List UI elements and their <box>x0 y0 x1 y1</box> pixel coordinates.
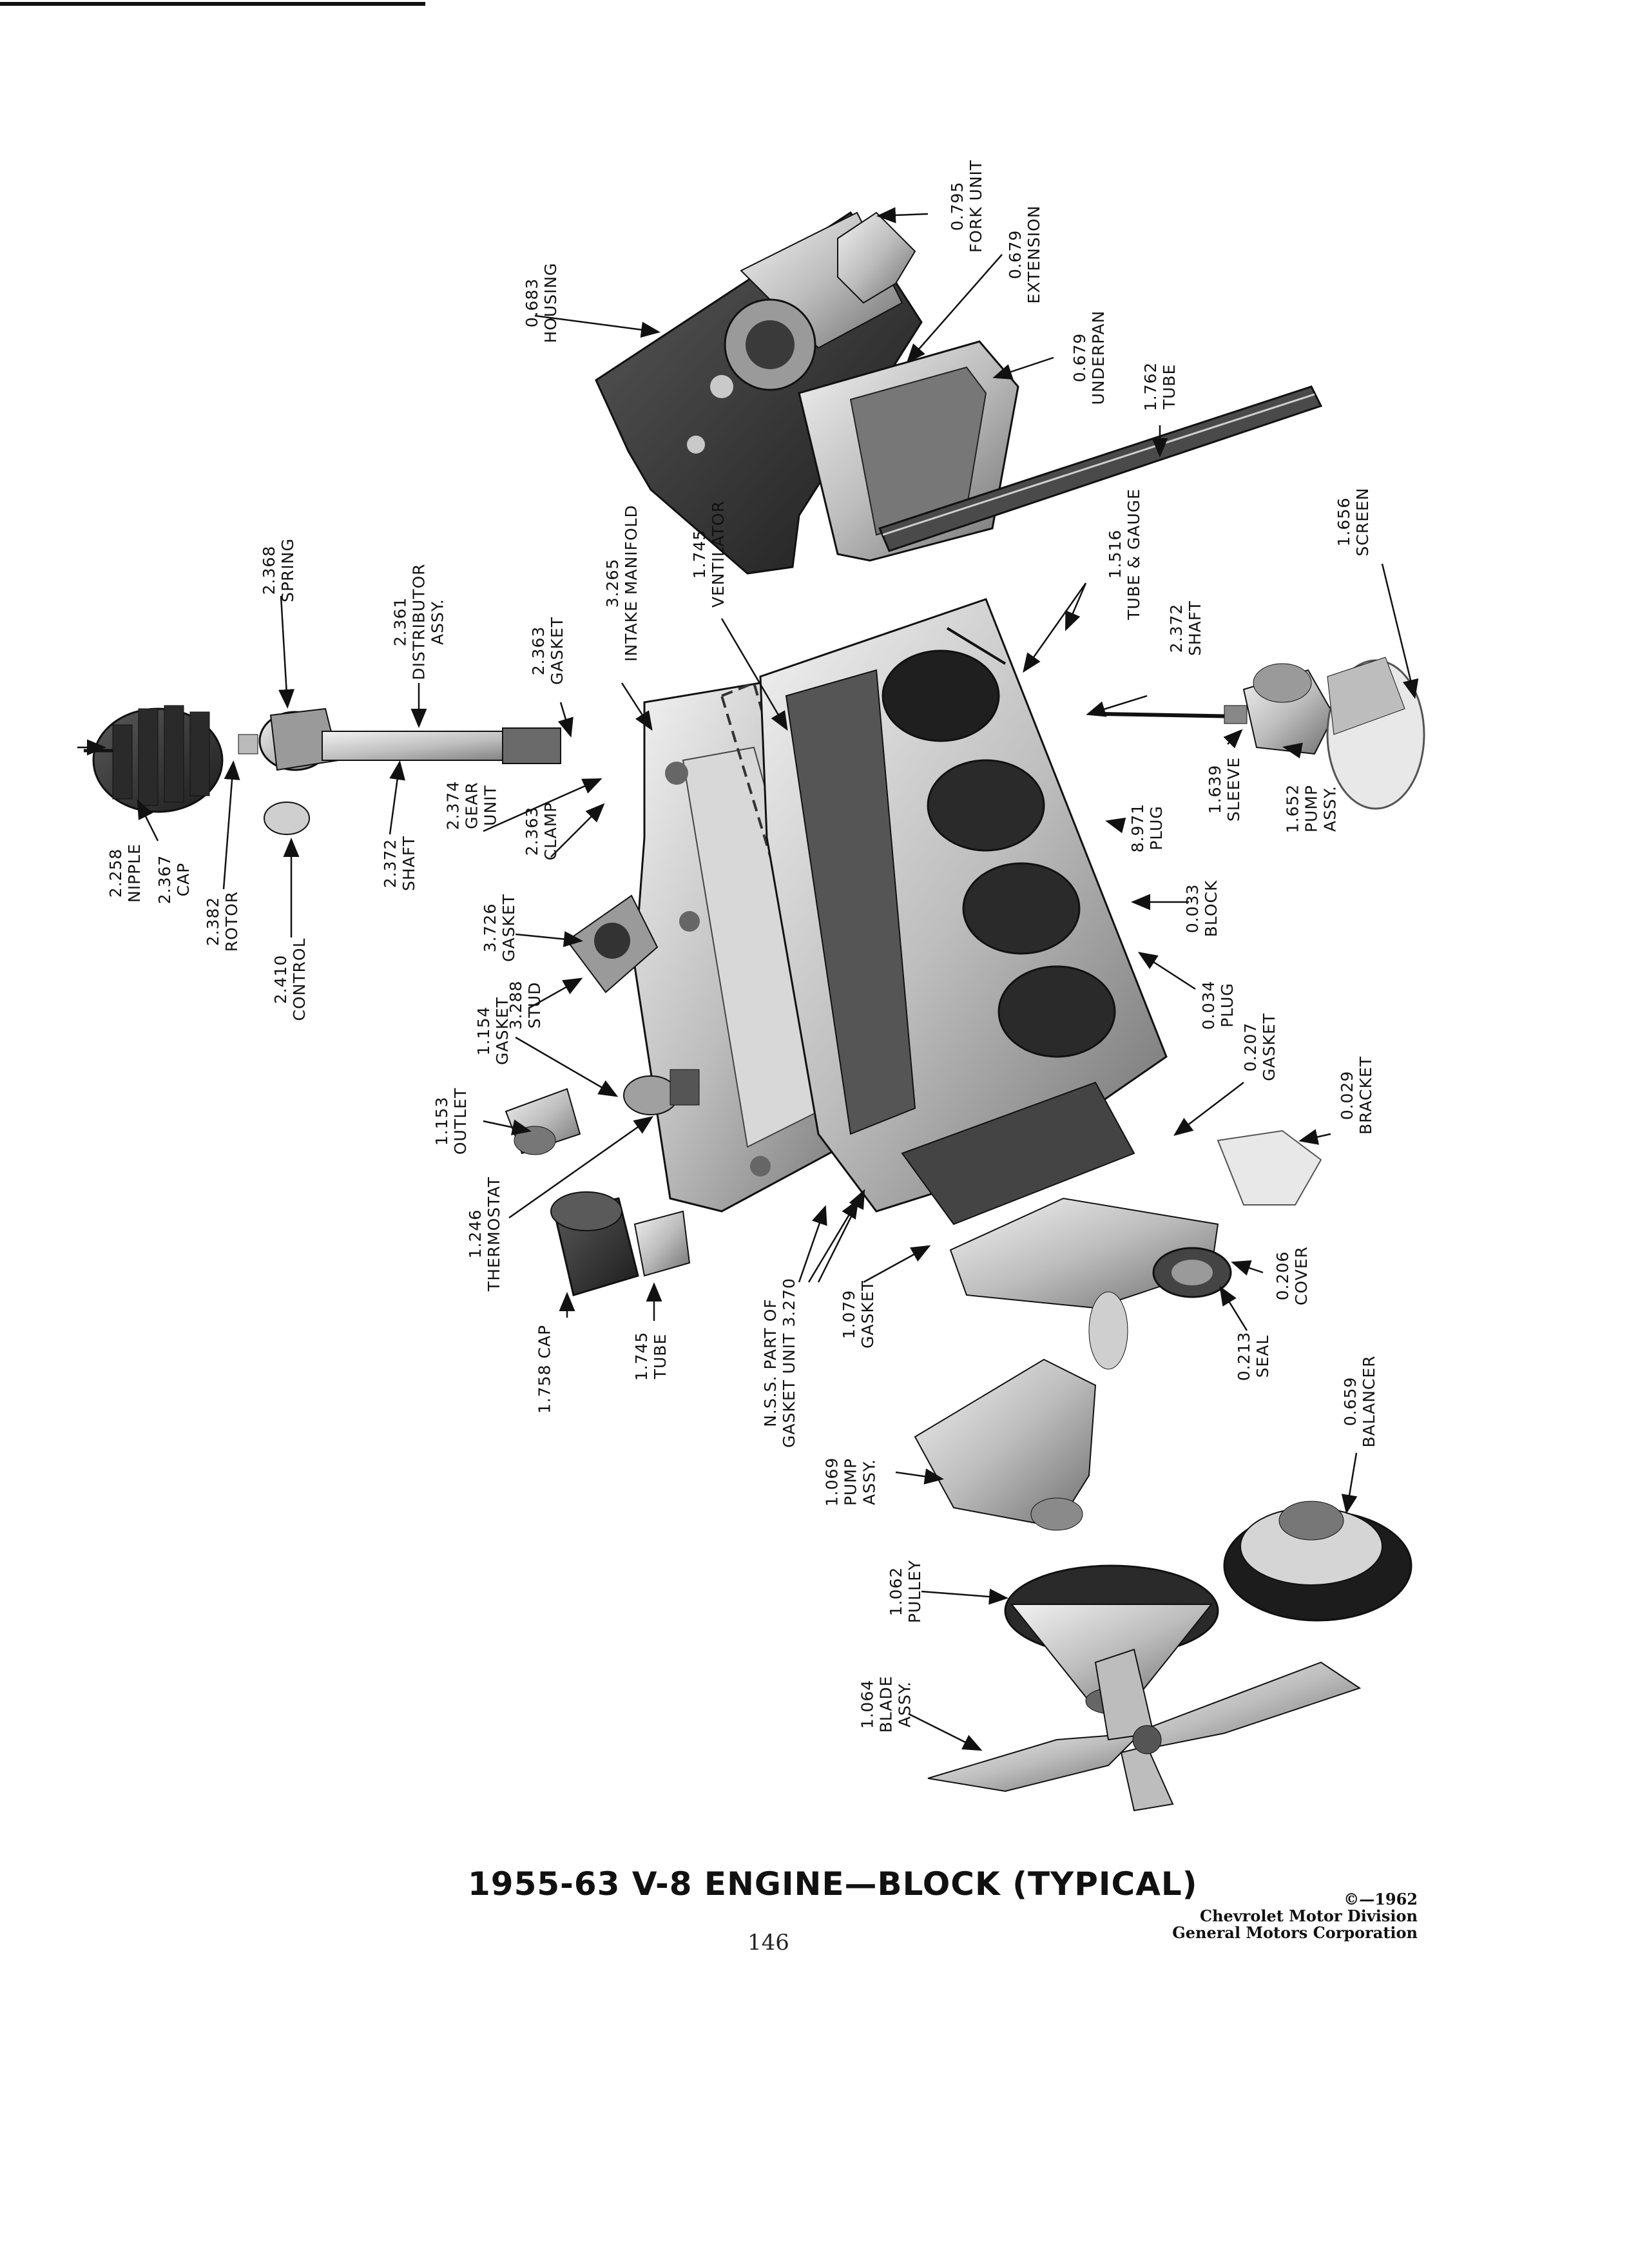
leader-lines <box>77 207 1419 1751</box>
label-gasket-3726: 3.726 GASKET <box>481 894 518 962</box>
label-tube-1762: 1.762 TUBE <box>1141 361 1179 412</box>
label-block: 0.033 BLOCK <box>1183 879 1220 937</box>
label-pulley: 1.062 PULLEY <box>887 1559 924 1624</box>
copyright-year: ©—1962 <box>1344 1890 1418 1908</box>
label-bracket: 0.029 BRACKET <box>1338 1055 1375 1135</box>
oil-filler-cap-part <box>550 1191 691 1296</box>
label-housing: 0.683 HOUSING <box>523 262 560 343</box>
label-cap: 2.367 CAP <box>155 854 193 905</box>
oil-screen-part <box>1326 657 1425 810</box>
fan-blade-part <box>927 1648 1362 1812</box>
housing-part <box>595 211 923 575</box>
label-balancer: 0.659 BALANCER <box>1341 1355 1378 1448</box>
label-fork-unit: 0.795 FORK UNIT <box>948 159 985 253</box>
label-underpan: 0.679 UNDERPAN <box>1070 310 1108 405</box>
label-stud: 3.288 STUD <box>506 980 544 1030</box>
oil-pump-part <box>1242 663 1335 755</box>
oil-pump-shaft-part <box>1101 705 1248 724</box>
label-plug-8971: 8.971 PLUG <box>1128 803 1166 853</box>
label-sleeve: 1.639 SLEEVE <box>1206 756 1243 822</box>
label-intake-manifold: 3.265 INTAKE MANIFOLD <box>603 505 641 662</box>
label-gasket-1154: 1.154 GASKET <box>474 997 512 1065</box>
copyright-block: ©—1962 Chevrolet Motor Division General … <box>1147 1891 1418 1941</box>
label-gear-unit: 2.374 GEAR UNIT <box>443 780 500 831</box>
distributor-part <box>238 707 561 835</box>
copyright-division: Chevrolet Motor Division <box>1200 1907 1418 1925</box>
label-oil-cap: 1.758 CAP <box>535 1324 554 1414</box>
label-pump-assy-water: 1.069 PUMP ASSY. <box>822 1457 879 1507</box>
oil-pump-tube-part <box>878 385 1323 552</box>
tube-gauge-part <box>946 627 1007 665</box>
label-cover: 0.206 COVER <box>1273 1246 1311 1305</box>
thermostat-part <box>623 1069 700 1115</box>
label-rotor: 2.382 ROTOR <box>204 890 241 952</box>
water-pump-part <box>914 1291 1128 1531</box>
distributor-cap-part <box>84 705 224 813</box>
label-plug-034: 0.034 PLUG <box>1199 980 1237 1030</box>
label-shaft-dist: 2.372 SHAFT <box>381 836 418 891</box>
water-outlet-part <box>505 1088 581 1155</box>
label-clamp: 2.363 CLAMP <box>523 802 560 861</box>
balancer-part <box>1223 1501 1412 1622</box>
label-extension: 0.679 EXTENSION <box>1006 205 1043 304</box>
copyright-corporation: General Motors Corporation <box>1172 1923 1418 1942</box>
engine-block-part <box>759 598 1168 1225</box>
label-screen: 1.656 SCREEN <box>1335 487 1372 557</box>
label-nipple: 2.258 NIPPLE <box>106 843 144 903</box>
label-blade-assy: 1.064 BLADE ASSY. <box>858 1675 914 1733</box>
front-cover-part <box>949 1197 1232 1309</box>
label-control: 2.410 CONTROL <box>271 937 309 1021</box>
page-title: 1955-63 V-8 ENGINE—BLOCK (TYPICAL) <box>468 1865 1198 1903</box>
label-seal: 0.213 SEAL <box>1235 1331 1272 1381</box>
label-tube-gauge: 1.516 TUBE & GAUGE <box>1106 488 1143 620</box>
label-tube-1745: 1.745 TUBE <box>632 1331 670 1381</box>
label-gasket-1079: 1.079 GASKET <box>840 1280 877 1349</box>
label-spring: 2.368 SPRING <box>260 538 297 602</box>
label-distributor: 2.361 DISTRIBUTOR ASSY. <box>390 563 447 680</box>
label-nss-note: N.S.S. PART OF GASKET UNIT 3.270 <box>761 1278 798 1448</box>
label-gasket-207: 0.207 GASKET <box>1241 1013 1278 1081</box>
label-gasket-dist: 2.363 GASKET <box>529 617 566 685</box>
page-number: 146 <box>747 1930 789 1956</box>
fork-unit-part <box>837 211 916 304</box>
bracket-part <box>1217 1129 1322 1206</box>
label-outlet: 1.153 OUTLET <box>432 1087 470 1155</box>
label-ventilator: 1.745 VENTILATOR <box>690 500 728 608</box>
label-shaft-pump: 2.372 SHAFT <box>1167 601 1204 656</box>
label-thermostat: 1.246 THERMOSTAT <box>466 1176 503 1292</box>
label-pump-assy-oil: 1.652 PUMP ASSY. <box>1283 783 1340 834</box>
